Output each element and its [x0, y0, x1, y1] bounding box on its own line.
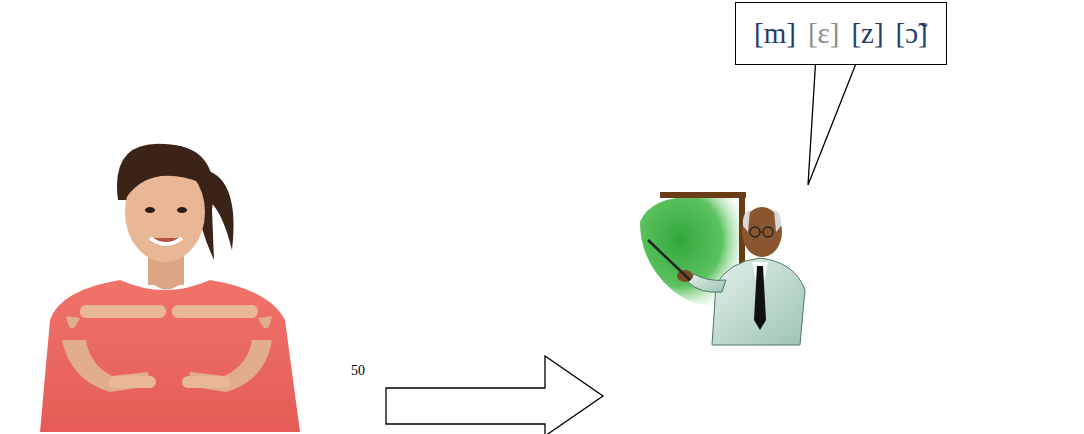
block-arrow	[386, 356, 603, 434]
wrist	[258, 316, 272, 329]
phoneme: [z]	[851, 17, 883, 50]
wrist	[66, 316, 80, 329]
teacher-clipart	[640, 192, 805, 345]
tie	[754, 266, 766, 330]
board-frame	[660, 192, 746, 198]
head	[742, 207, 782, 257]
arm	[688, 274, 726, 292]
hand-upper	[80, 305, 166, 318]
hand-lower	[108, 376, 156, 388]
smile	[150, 238, 182, 244]
glasses	[760, 231, 763, 232]
phoneme: [m]	[754, 17, 796, 50]
callout-tail	[808, 64, 856, 185]
glasses	[750, 227, 760, 237]
eye	[145, 207, 155, 213]
shirt	[40, 280, 300, 432]
callout-tail-layer	[808, 64, 856, 185]
hair-fringe	[126, 160, 205, 198]
ponytail	[206, 170, 234, 250]
phoneme: [ɔ̃]	[896, 17, 928, 50]
photo-ground	[0, 140, 345, 432]
hair	[774, 210, 781, 232]
slide-number: 50	[351, 363, 365, 379]
phoneme: [ɛ]	[808, 17, 840, 50]
signer-photo	[0, 140, 345, 432]
hand-lower	[182, 376, 230, 388]
glasses	[763, 227, 773, 237]
eye	[177, 207, 187, 213]
neckline	[150, 281, 184, 290]
speech-bubble: [m] [ɛ] [z] [ɔ̃]	[735, 2, 947, 65]
hair	[743, 210, 750, 232]
suit	[712, 258, 805, 345]
pointer	[648, 240, 690, 280]
hand-upper	[172, 305, 258, 318]
